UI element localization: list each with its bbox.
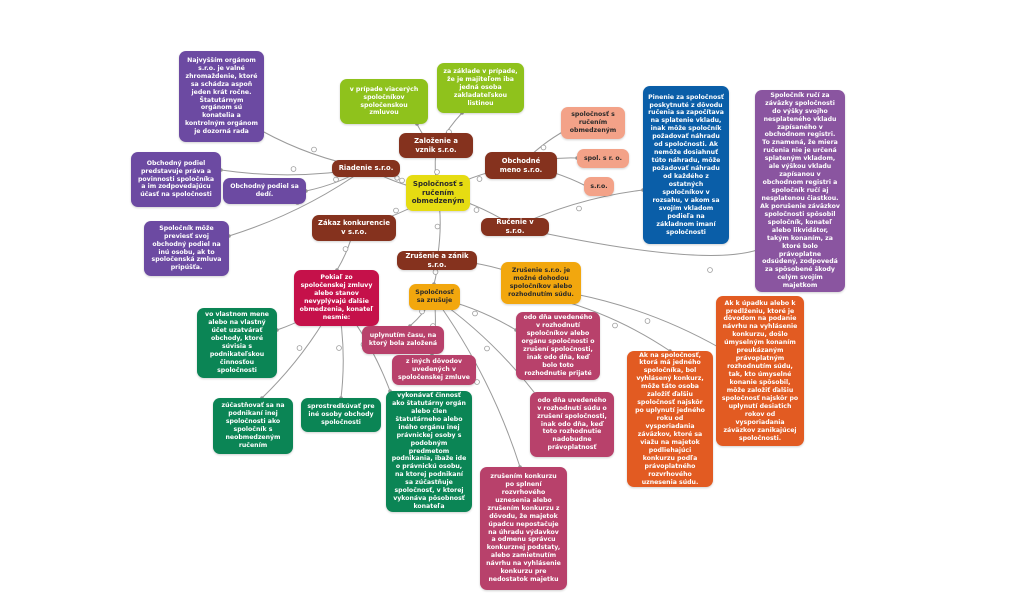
node-zakladatelskou-label: za základe v prípade, že je majiteľom ib… — [443, 68, 518, 107]
node-najvyssi-organ[interactable]: Najvyšším orgánom s.r.o. je valné zhroma… — [179, 51, 264, 142]
connector-handle[interactable] — [296, 345, 303, 351]
node-riadenie-label: Riadenie s.r.o. — [338, 164, 394, 173]
connector-handle[interactable] — [473, 207, 480, 213]
node-plnenie-label: Pinenie za spoločnosť poskytnuté z dôvod… — [648, 93, 724, 236]
node-viacerych-label: v prípade viacerých spoločníkov spoločen… — [349, 85, 419, 117]
node-pokial-label: Pokiaľ zo spoločenskej zmluvy alebo stan… — [299, 274, 374, 321]
node-sprostredkuvat[interactable]: sprostredkúvať pre iné osoby obchody spo… — [301, 398, 381, 432]
connector-handle[interactable] — [432, 269, 439, 275]
node-spolocnik-ruci-label: Spoločník ručí za záväzky spoločnosti do… — [760, 91, 840, 290]
node-center-label: Spoločnosť s ručením obmedzeným — [411, 179, 465, 206]
node-konkurz-label: zrušením konkurzu po splnení rozvrhového… — [486, 472, 561, 584]
node-konkurz[interactable]: zrušením konkurzu po splnení rozvrhového… — [480, 467, 567, 590]
node-zucastnovat-label: zúčastňovať sa na podnikaní inej spoločn… — [221, 402, 285, 449]
node-zalozenie[interactable]: Založenie a vznik s.r.o. — [399, 133, 473, 158]
node-zrusenie-dohoda-label: Zrušenie s.r.o. je možné dohodou spoločn… — [508, 267, 574, 298]
node-podiel-pravo[interactable]: Obchodný podiel predstavuje práva a povi… — [131, 152, 221, 207]
node-zrusenie-dohoda[interactable]: Zrušenie s.r.o. je možné dohodou spoločn… — [501, 262, 581, 304]
connector-handle[interactable] — [290, 166, 297, 172]
node-zakladatelskou[interactable]: za základe v prípade, že je majiteľom ib… — [437, 63, 524, 113]
node-ruccenie-label: Ručenie v s.r.o. — [496, 218, 534, 235]
connector-handle[interactable] — [540, 144, 547, 151]
node-podiel-dedi[interactable]: Obchodný podiel sa dedí. — [223, 178, 306, 204]
connector-handle[interactable] — [393, 207, 399, 214]
node-jediny-spolocnik[interactable]: Ak na spoločnosť, ktorá má jedného spolo… — [627, 351, 713, 487]
connector-handle[interactable] — [434, 223, 441, 230]
node-riadenie[interactable]: Riadenie s.r.o. — [332, 160, 400, 177]
connector-line — [433, 296, 521, 468]
connector-line — [228, 167, 367, 237]
connector-handle[interactable] — [342, 246, 349, 252]
node-previest[interactable]: Spoločník môže previesť svoj obchodný po… — [144, 221, 229, 276]
node-najvyssi-organ-label: Najvyšším orgánom s.r.o. je valné zhroma… — [184, 56, 259, 136]
node-obchodne-meno[interactable]: Obchodné meno s.r.o. — [485, 152, 557, 179]
node-zrusuje-label: Spoločnosť sa zrušuje — [415, 289, 454, 304]
node-vlastnom-mene[interactable]: vo vlastnom mene alebo na vlastný účet u… — [197, 308, 277, 378]
connector-line — [514, 226, 764, 256]
connector-line — [574, 293, 721, 349]
connector-handle[interactable] — [476, 176, 483, 182]
node-odo-dna-1-label: odo dňa uvedeného v rozhodnutí spoločník… — [521, 314, 595, 377]
connector-handle[interactable] — [484, 345, 490, 352]
node-odo-dna-2[interactable]: odo dňa uvedeného v rozhodnutí súdu o zr… — [530, 392, 614, 457]
connector-handle[interactable] — [576, 205, 582, 212]
node-vykonavat-label: vykonávať činnosť ako štatutárny orgán a… — [391, 391, 467, 511]
node-plnenie[interactable]: Pinenie za spoločnosť poskytnuté z dôvod… — [643, 86, 729, 244]
connector-handle[interactable] — [707, 267, 713, 273]
connector-handle[interactable] — [394, 175, 400, 181]
node-viacerych[interactable]: v prípade viacerých spoločníkov spoločen… — [340, 79, 428, 124]
connector-handle[interactable] — [612, 322, 618, 329]
connector-handle[interactable] — [399, 177, 405, 184]
node-odo-dna-1[interactable]: odo dňa uvedeného v rozhodnutí spoločník… — [516, 312, 600, 380]
node-z-inych-label: z iných dôvodov uvedených v spoločenskej… — [398, 358, 470, 381]
node-pokial[interactable]: Pokiaľ zo spoločenskej zmluvy alebo stan… — [294, 270, 379, 326]
node-uplynutim[interactable]: uplynutím času, na ktorý bola založená — [362, 326, 444, 354]
connector-handle[interactable] — [336, 345, 342, 351]
node-spolocnik-ruci[interactable]: Spoločník ručí za záväzky spoločnosti do… — [755, 90, 845, 292]
node-zakaz-label: Zákaz konkurencie v s.r.o. — [318, 219, 390, 236]
node-zrusenie-label: Zrušenie a zánik s.r.o. — [405, 251, 469, 269]
connector-handle[interactable] — [472, 310, 478, 317]
node-upadok[interactable]: Ak k úpadku alebo k predlženiu, ktoré je… — [716, 296, 804, 446]
node-podiel-dedi-label: Obchodný podiel sa dedí. — [230, 183, 299, 198]
node-uplynutim-label: uplynutím času, na ktorý bola založená — [368, 332, 438, 347]
node-zucastnovat[interactable]: zúčastňovať sa na podnikaní inej spoločn… — [213, 398, 293, 454]
node-podiel-pravo-label: Obchodný podiel predstavuje práva a povi… — [137, 159, 215, 199]
node-odo-dna-2-label: odo dňa uvedeného v rozhodnutí súdu o zr… — [537, 396, 607, 452]
node-previest-label: Spoločník môže previesť svoj obchodný po… — [151, 224, 222, 272]
node-jediny-spolocnik-label: Ak na spoločnosť, ktorá má jedného spolo… — [635, 351, 705, 486]
node-sprostredkuvat-label: sprostredkúvať pre iné osoby obchody spo… — [307, 403, 375, 426]
node-meno-2[interactable]: spol. s r. o. — [577, 149, 629, 168]
connector-handle[interactable] — [333, 176, 339, 183]
connector-handle[interactable] — [644, 318, 651, 324]
node-zakaz[interactable]: Zákaz konkurencie v s.r.o. — [312, 215, 396, 241]
connector-handle[interactable] — [434, 169, 440, 175]
node-zalozenie-label: Založenie a vznik s.r.o. — [414, 136, 458, 154]
node-meno-1[interactable]: spoločnosť s ručením obmedzeným — [561, 107, 625, 139]
node-meno-2-label: spol. s r. o. — [583, 154, 623, 162]
node-upadok-label: Ak k úpadku alebo k predlženiu, ktoré je… — [721, 299, 799, 442]
node-z-inych[interactable]: z iných dôvodov uvedených v spoločenskej… — [392, 355, 476, 385]
node-zrusenie[interactable]: Zrušenie a zánik s.r.o. — [397, 251, 477, 270]
node-meno-3[interactable]: s.r.o. — [584, 177, 614, 196]
connector-handle[interactable] — [311, 146, 317, 153]
node-meno-1-label: spoločnosť s ručením obmedzeným — [569, 111, 617, 134]
node-vlastnom-mene-label: vo vlastnom mene alebo na vlastný účet u… — [205, 311, 269, 374]
node-ruccenie[interactable]: Ručenie v s.r.o. — [481, 218, 549, 236]
node-zrusuje[interactable]: Spoločnosť sa zrušuje — [409, 284, 460, 310]
node-vykonavat[interactable]: vykonávať činnosť ako štatutárny orgán a… — [386, 391, 472, 512]
node-center[interactable]: Spoločnosť s ručením obmedzeným — [406, 175, 470, 211]
node-obchodne-meno-label: Obchodné meno s.r.o. — [499, 156, 543, 174]
node-meno-3-label: s.r.o. — [590, 182, 608, 190]
